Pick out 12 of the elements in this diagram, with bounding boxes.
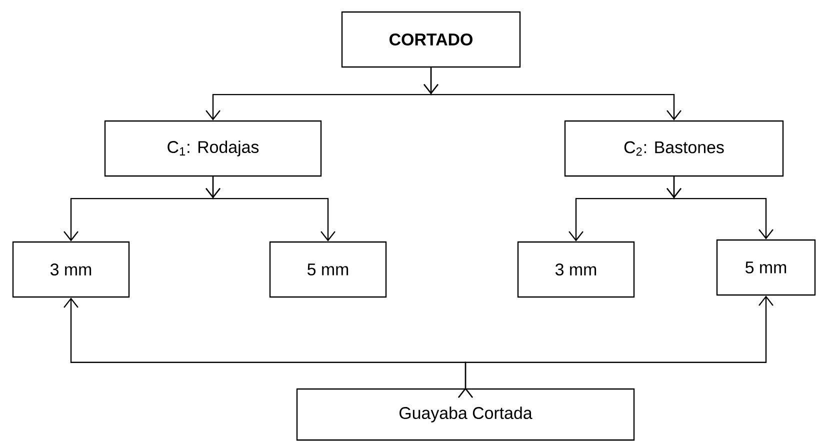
arrow [458,296,774,398]
arrow [206,176,336,242]
process-box: 5 mm [716,239,816,296]
process-box: 3 mm [12,241,130,298]
process-box: C$_{2}$: Bastones [564,120,784,177]
process-box: 3 mm [517,241,635,298]
arrow [424,68,682,120]
process-box: 5 mm [269,241,387,298]
arrow [666,176,774,240]
process-box: Guayaba Cortada [296,388,635,441]
process-box: CORTADO [341,11,521,68]
process-box: C$_{1}$: Rodajas [104,120,322,177]
